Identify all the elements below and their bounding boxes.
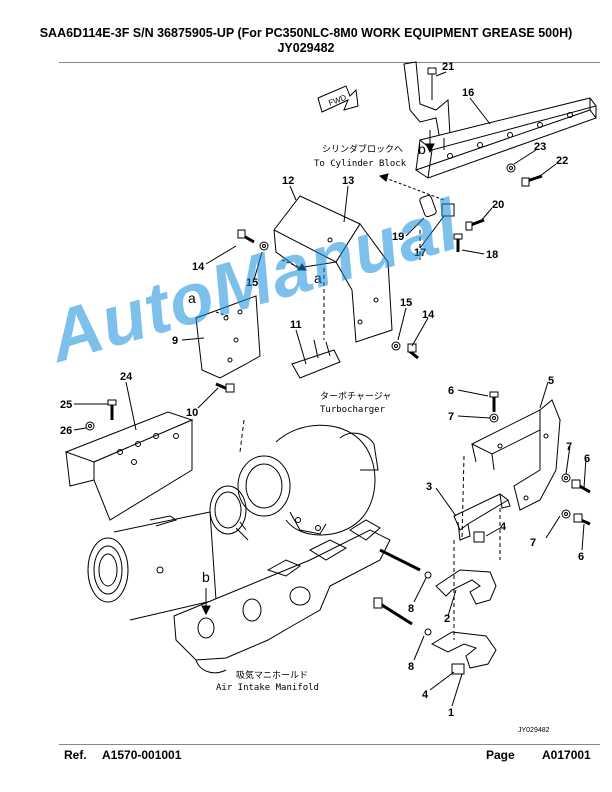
- turbo-en: Turbocharger: [320, 405, 386, 415]
- page-title: SAA6D114E-3F S/N 36875905-UP (For PC350N…: [39, 26, 573, 40]
- ref-a-lower: a: [188, 290, 196, 306]
- callout-14b: 14: [422, 309, 435, 321]
- callout-12: 12: [282, 175, 294, 187]
- part-22-23-bolt: [506, 163, 543, 187]
- callout-5: 5: [548, 375, 554, 387]
- callout-6b: 6: [584, 453, 590, 465]
- callout-13: 13: [342, 175, 354, 187]
- part-14-15-upper: [237, 229, 269, 251]
- part-17-19-20-18: [378, 173, 485, 252]
- callout-4a: 4: [500, 521, 507, 533]
- part-4-nut: [473, 531, 485, 543]
- part-1-clamp: [430, 631, 497, 675]
- air-intake-manifold: [173, 519, 391, 674]
- callout-7b: 7: [566, 441, 572, 453]
- callout-11: 11: [290, 319, 302, 331]
- footer-page-label: Page: [486, 748, 515, 762]
- part-8-studs: [373, 548, 432, 636]
- callout-6a: 6: [448, 385, 454, 397]
- part-9-bracket: [195, 295, 261, 379]
- manifold-jp: 吸気マニホールド: [236, 669, 308, 680]
- part-24-shield: [64, 411, 194, 521]
- parts-diagram: FWD: [60, 61, 597, 734]
- callout-19: 19: [392, 231, 404, 243]
- callout-6c: 6: [578, 551, 584, 563]
- ref-b-upper: b: [418, 141, 426, 157]
- footer-page-value: A017001: [542, 748, 591, 762]
- callouts: 21 16 23 22 20 17 18 19 12 13 14 15 15 1…: [60, 61, 590, 719]
- callout-9: 9: [172, 335, 178, 347]
- part-14-15-lower: [391, 341, 419, 360]
- turbo-jp: ターボチャージャ: [320, 391, 391, 401]
- part-16-21-bracket: [403, 61, 597, 179]
- callout-20: 20: [492, 199, 504, 211]
- part-3-clamp: [453, 493, 511, 541]
- callout-23: 23: [534, 141, 546, 153]
- callout-17: 17: [414, 247, 426, 259]
- part-5-bracket: [470, 399, 562, 511]
- assembly-leaders: [239, 230, 501, 640]
- header-rule: [59, 62, 600, 63]
- leader-text: シリンダブロックへ To Cylinder Block ターボチャージャ Tur…: [216, 143, 550, 734]
- footer-rule: [59, 744, 600, 745]
- callout-18: 18: [486, 249, 498, 261]
- callout-21: 21: [442, 61, 454, 73]
- part-25-26-bolt: [85, 399, 117, 431]
- cylinder-block-en: To Cylinder Block: [314, 159, 407, 169]
- part-12-13-heat-shield: [273, 195, 393, 343]
- callout-15a: 15: [246, 277, 258, 289]
- ref-a-upper: a: [314, 270, 322, 286]
- footer-ref-label: Ref.: [64, 748, 87, 762]
- callout-24: 24: [120, 371, 133, 383]
- part-2-clamp: [435, 569, 497, 605]
- callout-25: 25: [60, 399, 72, 411]
- callout-4b: 4: [422, 689, 429, 701]
- callout-1: 1: [448, 707, 454, 719]
- callout-26: 26: [60, 425, 72, 437]
- callout-22: 22: [556, 155, 568, 167]
- fwd-arrow: FWD: [317, 85, 359, 113]
- callout-3: 3: [426, 481, 432, 493]
- part-6-7-hardware: [489, 391, 591, 526]
- callout-8b: 8: [408, 661, 414, 673]
- manifold-en: Air Intake Manifold: [216, 683, 319, 693]
- callout-leaders: [73, 71, 587, 707]
- callout-15b: 15: [400, 297, 412, 309]
- callout-8a: 8: [408, 603, 414, 615]
- exhaust-pipe: [87, 511, 217, 621]
- callout-7c: 7: [530, 537, 536, 549]
- cylinder-block-jp: シリンダブロックへ: [322, 143, 403, 154]
- drawing-code-small: JY029482: [518, 727, 550, 734]
- part-10-bolt: [215, 382, 235, 393]
- callout-10: 10: [186, 407, 198, 419]
- part-11-bracket: [291, 339, 341, 379]
- callout-16: 16: [462, 87, 474, 99]
- ref-b-lower: b: [202, 569, 210, 585]
- callout-2: 2: [444, 613, 450, 625]
- turbocharger: [209, 424, 379, 541]
- drawing-number: JY029482: [277, 41, 335, 55]
- page-header: SAA6D114E-3F S/N 36875905-UP (For PC350N…: [0, 26, 612, 55]
- footer-ref-value: A1570-001001: [102, 748, 182, 762]
- callout-14a: 14: [192, 261, 205, 273]
- ref-markers: a a b b: [188, 130, 435, 616]
- callout-7a: 7: [448, 411, 454, 423]
